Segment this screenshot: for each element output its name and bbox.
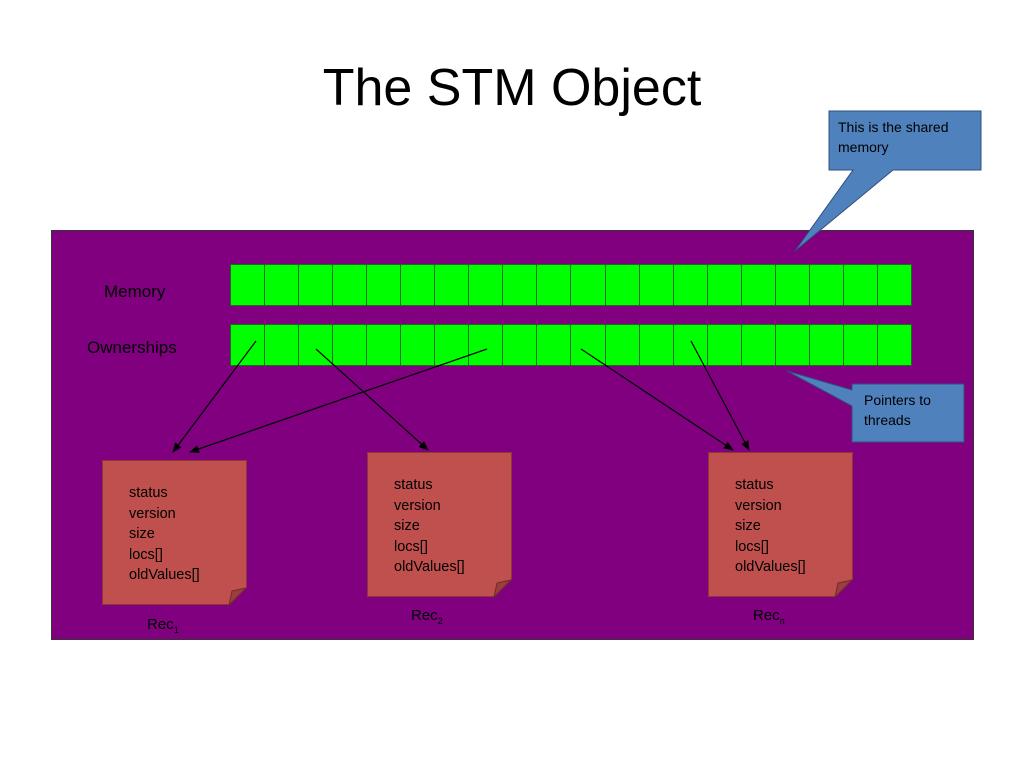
field-version: version	[394, 497, 441, 514]
field-locs: locs[]	[394, 538, 428, 555]
field-old-values: oldValues[]	[394, 559, 465, 575]
memory-label: Memory	[104, 282, 166, 301]
field-locs: locs[]	[735, 538, 769, 555]
record-fields: status version size locs[] oldValues[]	[735, 475, 806, 578]
ownership-cell	[469, 325, 504, 365]
record-card: status version size locs[] oldValues[]	[367, 452, 512, 597]
pointers-callout	[786, 370, 965, 443]
field-status: status	[735, 477, 774, 493]
memory-cell	[367, 265, 402, 305]
memory-cell	[707, 265, 742, 305]
ownership-cell	[571, 325, 606, 365]
pointer-arrow	[580, 348, 734, 451]
memory-cell	[435, 265, 470, 305]
ownership-cell	[299, 325, 334, 365]
ownership-cell	[775, 325, 810, 365]
ownership-cell	[367, 325, 402, 365]
field-status: status	[394, 477, 433, 493]
ownership-cell	[231, 325, 266, 365]
memory-array	[230, 264, 912, 306]
record-name: Rec	[147, 616, 174, 633]
field-old-values: oldValues[]	[129, 567, 200, 583]
field-version: version	[735, 497, 782, 514]
memory-cell	[299, 265, 334, 305]
memory-cell	[401, 265, 436, 305]
memory-cell	[231, 265, 266, 305]
record-name: Rec	[411, 607, 438, 624]
ownership-cell	[605, 325, 640, 365]
record-fold	[493, 579, 513, 599]
ownership-cell	[809, 325, 844, 365]
ownership-cell	[673, 325, 708, 365]
memory-cell	[775, 265, 810, 305]
ownership-cell	[843, 325, 878, 365]
record-label: Rec2	[411, 607, 443, 626]
memory-cell	[537, 265, 572, 305]
record-fold	[228, 587, 248, 607]
slide-title: The STM Object	[322, 59, 702, 117]
field-size: size	[394, 518, 420, 534]
pointer-arrow	[315, 348, 429, 451]
memory-cell	[877, 265, 911, 305]
ownership-cell	[401, 325, 436, 365]
record-subscript: 1	[173, 625, 179, 635]
ownership-cell	[503, 325, 538, 365]
memory-cell	[571, 265, 606, 305]
record-fields: status version size locs[] oldValues[]	[394, 475, 465, 578]
pointer-arrow	[690, 340, 750, 451]
record-subscript: 2	[437, 616, 443, 626]
ownership-cell	[435, 325, 470, 365]
memory-cell	[741, 265, 776, 305]
record-fields: status version size locs[] oldValues[]	[129, 483, 200, 586]
field-old-values: oldValues[]	[735, 559, 806, 575]
ownership-cell	[877, 325, 911, 365]
ownership-cell	[707, 325, 742, 365]
memory-cell	[469, 265, 504, 305]
field-size: size	[129, 526, 155, 542]
pointer-arrow	[189, 348, 488, 453]
memory-cell	[605, 265, 640, 305]
ownership-cell	[741, 325, 776, 365]
memory-cell	[809, 265, 844, 305]
ownerships-label: Ownerships	[87, 338, 177, 357]
record-fold	[834, 579, 854, 599]
field-version: version	[129, 505, 176, 522]
memory-cell	[333, 265, 368, 305]
record-card: status version size locs[] oldValues[]	[708, 452, 853, 597]
record-label: Rec1	[147, 616, 179, 635]
record-subscript: n	[779, 616, 785, 626]
ownership-cell	[639, 325, 674, 365]
pointer-arrow	[172, 340, 257, 453]
ownership-cell	[537, 325, 572, 365]
memory-cell	[843, 265, 878, 305]
pointers-callout-text: Pointers to threads	[864, 392, 931, 428]
shared-memory-callout	[794, 110, 982, 252]
memory-cell	[673, 265, 708, 305]
shared-memory-callout-text: This is the shared memory	[838, 119, 949, 155]
field-size: size	[735, 518, 761, 534]
ownership-cell	[265, 325, 300, 365]
record-name: Rec	[753, 607, 780, 624]
memory-cell	[639, 265, 674, 305]
ownerships-array	[230, 324, 912, 366]
memory-cell	[503, 265, 538, 305]
memory-cell	[265, 265, 300, 305]
field-status: status	[129, 485, 168, 501]
record-label: Recn	[753, 607, 785, 626]
record-card: status version size locs[] oldValues[]	[102, 460, 247, 605]
ownership-cell	[333, 325, 368, 365]
field-locs: locs[]	[129, 546, 163, 563]
